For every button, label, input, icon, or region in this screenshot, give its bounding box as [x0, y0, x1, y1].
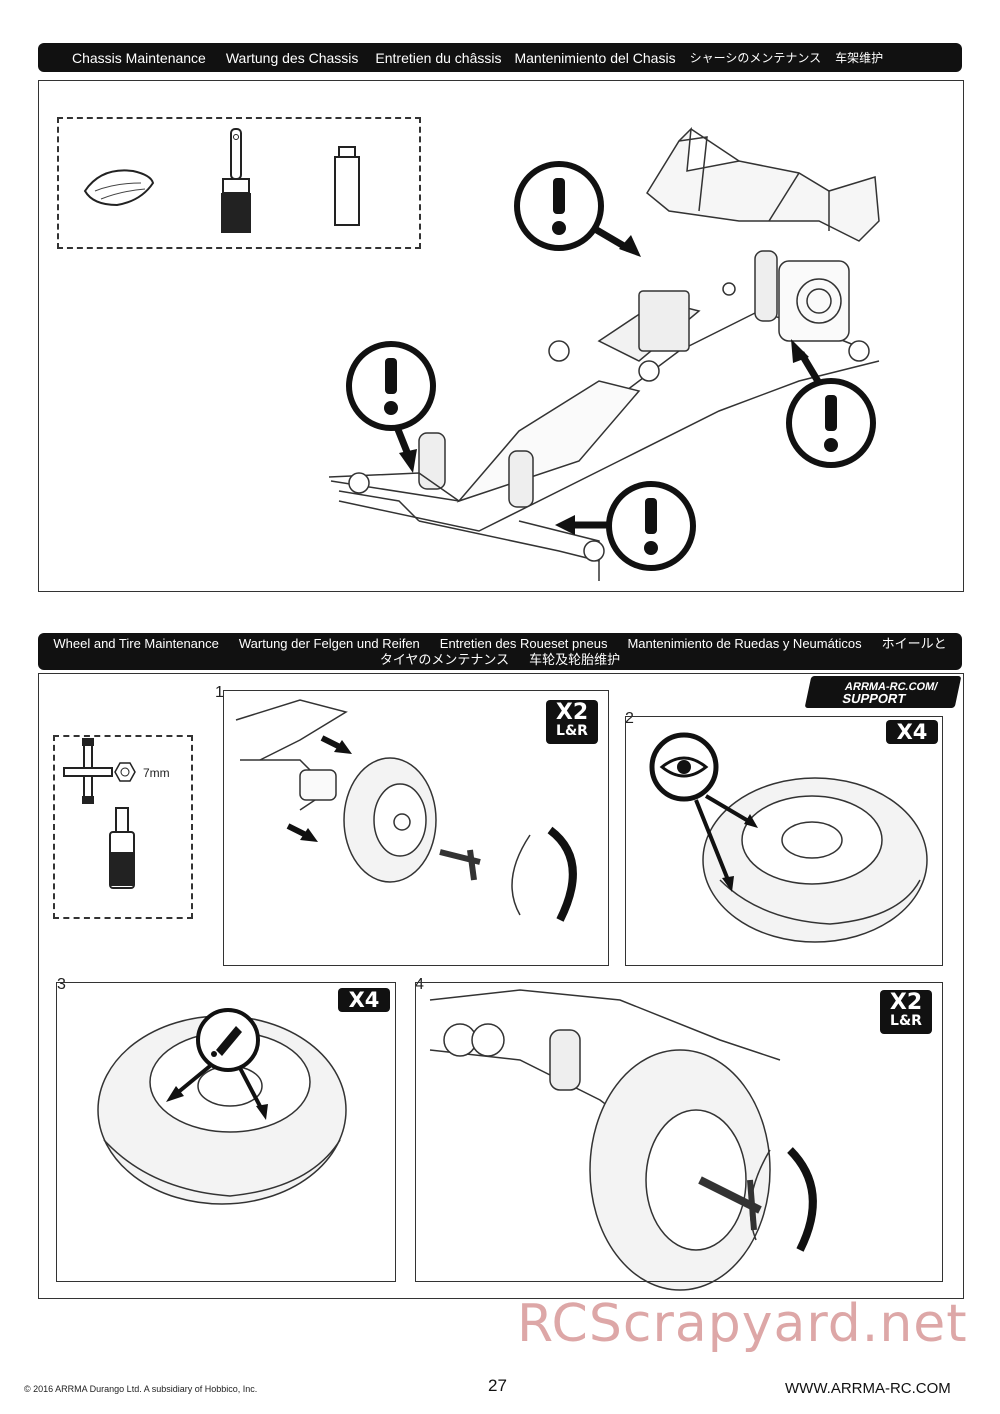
badge-side: L&R [890, 1013, 922, 1029]
step-4-number: 4 [415, 976, 424, 993]
chassis-maintenance-panel [38, 80, 964, 592]
watermark: RCScrapyard.net [517, 1294, 968, 1354]
step-1-panel [223, 690, 609, 966]
badge-qty: X4 [348, 988, 380, 1012]
cloth-rag-icon [83, 169, 155, 207]
header-title-de: Wartung der Felgen und Reifen [238, 635, 420, 651]
step-3-qty-badge: X4 [338, 988, 390, 1012]
step-3-panel [56, 982, 396, 1282]
wheel-tire-maintenance-header: Wheel and Tire Maintenance Wartung der F… [38, 633, 962, 670]
badge-qty: X4 [896, 720, 928, 744]
step-2-number: 2 [625, 710, 634, 727]
step-3-number: 3 [57, 976, 66, 993]
support-badge: ARRMA-RC.COM/ SUPPORT [804, 676, 962, 708]
header-title-ja: シャーシのメンテナンス [689, 51, 822, 65]
tool-size-label: 7mm [143, 766, 170, 780]
header-title-fr: Entretien du châssis [375, 49, 502, 66]
chassis-maintenance-header: Chassis Maintenance Wartung des Chassis … [38, 43, 962, 72]
step-2-panel [625, 716, 943, 966]
header-title-ja-1: ホイールと [881, 635, 947, 651]
exclamation-circle-icon [514, 161, 604, 251]
step-4-qty-badge: X2 L&R [880, 990, 932, 1034]
step-2-qty-badge: X4 [886, 720, 938, 744]
wheel-tools-box [53, 735, 193, 919]
header-title-en: Wheel and Tire Maintenance [53, 635, 219, 651]
header-title-fr: Entretien des Roueset pneus [439, 635, 608, 651]
paint-brush-icon [221, 128, 251, 233]
header-title-es: Mantenimiento del Chasis [514, 49, 676, 66]
tools-box [57, 117, 421, 249]
exclamation-circle-icon [606, 481, 696, 571]
badge-side: L&R [556, 723, 588, 739]
footer-copyright: © 2016 ARRMA Durango Ltd. A subsidiary o… [24, 1384, 258, 1394]
lubricant-tube-icon [334, 146, 360, 226]
support-badge-label: SUPPORT [841, 691, 908, 706]
footer-website-link[interactable]: WWW.ARRMA-RC.COM [785, 1380, 951, 1397]
exclamation-circle-icon [346, 341, 436, 431]
exclamation-circle-icon [786, 378, 876, 468]
header-title-zh: 车架维护 [835, 51, 884, 65]
header-title-es: Mantenimiento de Ruedas y Neumáticos [627, 635, 862, 651]
step-1-qty-badge: X2 L&R [546, 700, 598, 744]
step-1-number: 1 [215, 684, 224, 701]
header-title-de: Wartung des Chassis [225, 49, 359, 66]
header-title-en: Chassis Maintenance [72, 49, 206, 66]
step-4-panel [415, 982, 943, 1282]
badge-qty: X2 [889, 990, 923, 1015]
badge-qty: X2 [555, 700, 589, 725]
header-title-zh: 车轮及轮胎维护 [529, 651, 621, 667]
page-number: 27 [488, 1376, 507, 1395]
chassis-illustration [83, 126, 880, 581]
buggy-chassis [328, 126, 880, 581]
header-title-ja-2: タイヤのメンテナンス [379, 651, 510, 667]
